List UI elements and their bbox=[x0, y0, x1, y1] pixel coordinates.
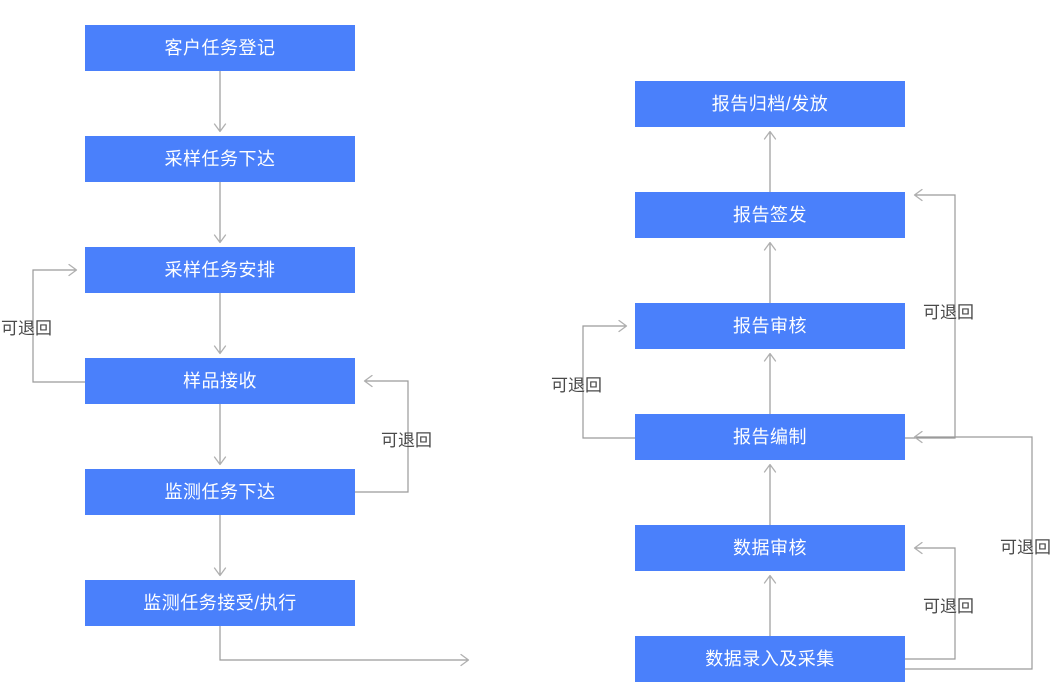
node-label: 报告审核 bbox=[733, 316, 807, 336]
bridge-wire-left-to-right-column bbox=[219, 626, 470, 667]
node-report-archive-release[interactable]: 报告归档/发放 bbox=[635, 81, 905, 127]
node-customer-task-registration[interactable]: 客户任务登记 bbox=[85, 25, 355, 71]
node-data-review[interactable]: 数据审核 bbox=[635, 525, 905, 571]
node-label: 采样任务安排 bbox=[164, 260, 276, 280]
node-label: 报告编制 bbox=[733, 427, 807, 447]
arrow-sample-reception-to-monitoring-issue bbox=[213, 404, 227, 466]
edge-label-report-preparation-to-review: 可退回 bbox=[551, 376, 602, 395]
node-sampling-task-arrangement[interactable]: 采样任务安排 bbox=[85, 247, 355, 293]
node-report-signoff[interactable]: 报告签发 bbox=[635, 192, 905, 238]
node-sample-reception[interactable]: 样品接收 bbox=[85, 358, 355, 404]
node-monitoring-task-accept-execute[interactable]: 监测任务接受/执行 bbox=[85, 580, 355, 626]
arrow-arrangement-to-sample-reception bbox=[213, 293, 227, 355]
node-label: 数据审核 bbox=[733, 538, 807, 558]
arrow-registration-to-sampling-issue bbox=[213, 71, 227, 133]
node-label: 样品接收 bbox=[183, 371, 257, 391]
arrow-report-preparation-to-report-review bbox=[763, 352, 777, 414]
edge-label-report-preparation-to-signoff: 可退回 bbox=[923, 303, 974, 322]
node-data-entry-collection[interactable]: 数据录入及采集 bbox=[635, 636, 905, 682]
edge-label-data-entry-to-report-preparation: 可退回 bbox=[1000, 538, 1051, 557]
node-sampling-task-issue[interactable]: 采样任务下达 bbox=[85, 136, 355, 182]
edge-label-left-outer-return: 可退回 bbox=[1, 319, 52, 338]
arrow-sampling-issue-to-arrangement bbox=[213, 182, 227, 244]
node-label: 监测任务接受/执行 bbox=[143, 593, 297, 613]
node-label: 监测任务下达 bbox=[164, 482, 276, 502]
node-report-review[interactable]: 报告审核 bbox=[635, 303, 905, 349]
node-label: 报告签发 bbox=[733, 205, 807, 225]
arrow-report-review-to-report-signoff bbox=[763, 241, 777, 303]
node-label: 数据录入及采集 bbox=[705, 649, 835, 669]
edge-label-data-entry-to-data-review: 可退回 bbox=[923, 597, 974, 616]
node-report-preparation[interactable]: 报告编制 bbox=[635, 414, 905, 460]
node-label: 报告归档/发放 bbox=[711, 94, 829, 114]
node-label: 采样任务下达 bbox=[164, 149, 276, 169]
edge-label-left-inner-return: 可退回 bbox=[381, 431, 432, 450]
arrow-monitoring-issue-to-accept-execute bbox=[213, 515, 227, 577]
arrow-data-review-to-report-preparation bbox=[763, 463, 777, 525]
arrow-data-entry-to-data-review bbox=[763, 574, 777, 636]
arrow-report-signoff-to-report-archive bbox=[763, 130, 777, 192]
node-label: 客户任务登记 bbox=[164, 38, 276, 58]
node-monitoring-task-issue[interactable]: 监测任务下达 bbox=[85, 469, 355, 515]
